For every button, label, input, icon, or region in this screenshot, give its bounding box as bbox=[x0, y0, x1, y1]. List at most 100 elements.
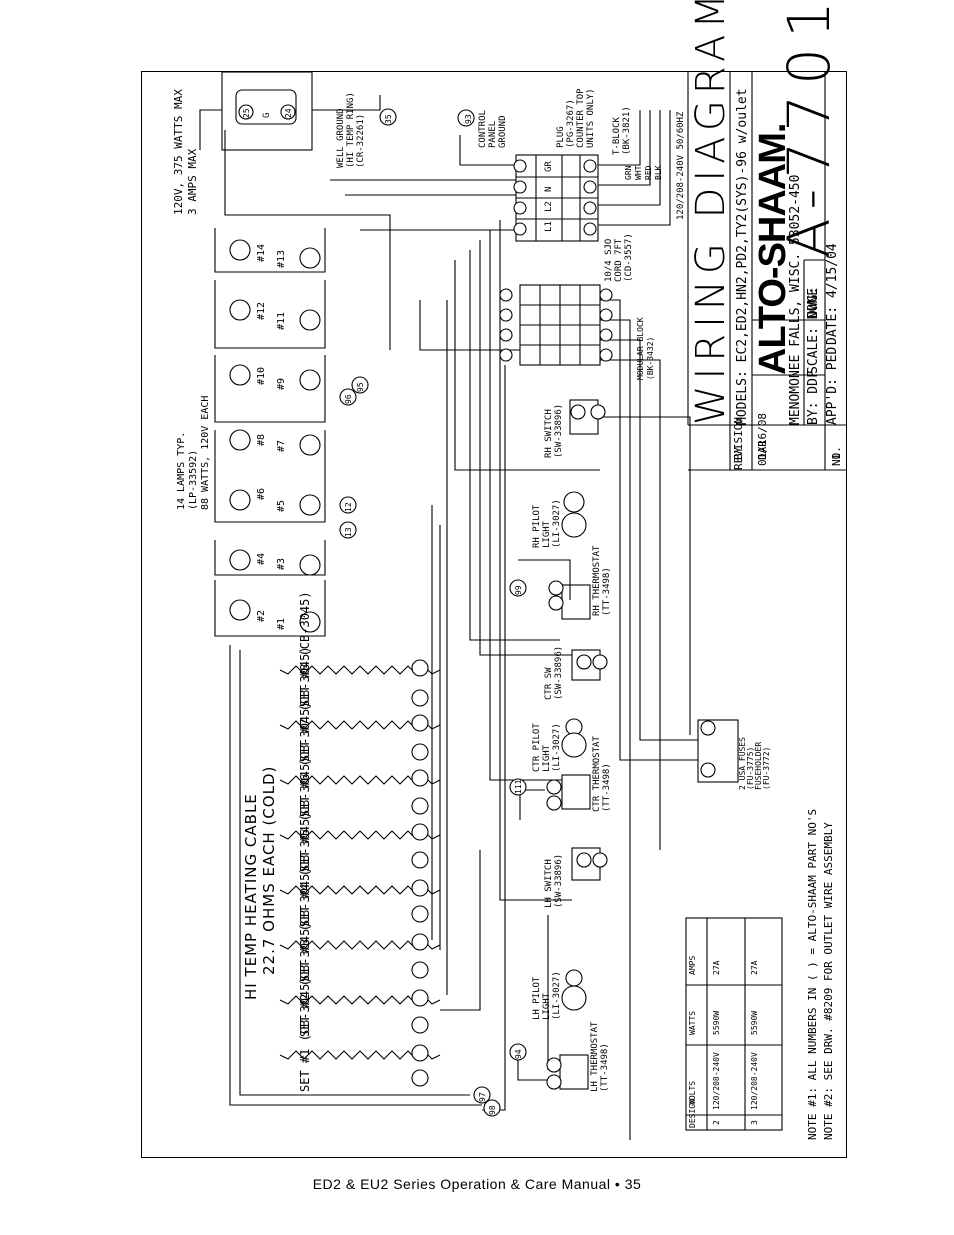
outlet-amps: 3 AMPS MAX bbox=[186, 148, 199, 215]
wire-red: RED bbox=[644, 165, 653, 180]
lamp-10: #10 bbox=[256, 366, 267, 385]
page-footer: ED2 & EU2 Series Operation & Care Manual… bbox=[312, 1176, 642, 1192]
approved-field: APP'D: PED bbox=[825, 346, 840, 425]
modular-block-1: MODULAR BLOCK bbox=[636, 317, 645, 380]
outlet-terminal bbox=[238, 104, 254, 120]
ctr-pilot-label: CTR PILOT bbox=[532, 723, 542, 772]
ctr-pilot-light-label: LIGHT bbox=[542, 744, 552, 772]
plug-label-4: UNITS ONLY) bbox=[586, 88, 596, 148]
outlet-terminal bbox=[280, 104, 296, 120]
voltage-header: 120/208-240V 50/60HZ bbox=[676, 111, 686, 220]
wire-blk: BLK bbox=[654, 165, 663, 180]
t-block-2: (BK-3821) bbox=[622, 106, 632, 155]
tb-l2: L2 bbox=[544, 201, 554, 212]
well-ground-2: (HI TEMP RING) bbox=[346, 92, 356, 168]
lamps-label-3: 88 WATTS, 120V EACH bbox=[200, 395, 211, 510]
specs-watts-3: 5590W bbox=[750, 1010, 759, 1035]
drawing-frame bbox=[141, 71, 847, 1158]
rh-pilot-lamp bbox=[561, 512, 587, 538]
lamp-11: #11 bbox=[276, 311, 287, 330]
control-ground-1: CONTROL bbox=[478, 110, 488, 148]
lamp-7: #7 bbox=[276, 439, 287, 452]
rh-switch-part: (SW-33896) bbox=[554, 403, 564, 458]
well-ground-1: WELL GROUND bbox=[336, 108, 346, 168]
rev-row-by: DAR bbox=[756, 440, 769, 460]
rh-thermostat-box bbox=[561, 584, 591, 620]
specs-amps-header: AMPS bbox=[688, 955, 697, 975]
lamp-1: #1 bbox=[276, 617, 287, 630]
wire-wht: WHT bbox=[634, 165, 643, 180]
wire-111 bbox=[509, 778, 527, 796]
specs-volts-3: 120/208-240V bbox=[750, 1052, 759, 1110]
wire-num-93: 93 bbox=[464, 114, 473, 124]
rev-revision-header: REVISION bbox=[732, 417, 745, 470]
cord-3: (CD-3557) bbox=[624, 233, 634, 282]
wire-99 bbox=[509, 579, 527, 597]
wire-num-12: 12 bbox=[344, 502, 353, 512]
heating-cable-title: HI TEMP HEATING CABLE bbox=[242, 793, 260, 1000]
lh-pilot-label: LH PILOT bbox=[532, 976, 542, 1020]
lamp-13: #13 bbox=[276, 249, 287, 268]
plug-label-2: (PG-3267) bbox=[566, 99, 576, 148]
tb-gr: GR bbox=[544, 161, 554, 172]
ctr-sw-part: (SW-33896) bbox=[554, 645, 564, 700]
cord-2: CORD 7FT bbox=[614, 238, 624, 282]
ctr-pilot-part: (LI-3027) bbox=[552, 723, 562, 772]
lamp-9: #9 bbox=[276, 377, 287, 390]
specs-design-3: 3 bbox=[750, 1120, 759, 1125]
specs-table-frame bbox=[685, 917, 783, 1131]
outlet-box bbox=[221, 71, 313, 151]
wire-num-99: 99 bbox=[514, 585, 523, 595]
models-line: MODELS: EC2,ED2,HN2,PD2,TY2(SYS)-96 w/ou… bbox=[735, 88, 750, 425]
by-field: BY: DDF bbox=[806, 370, 821, 425]
cable-set-8: SET #8 (CB-3045) bbox=[298, 591, 312, 707]
outlet-rating: 120V, 375 WATTS MAX bbox=[172, 89, 185, 215]
rev-row-no: 1 bbox=[830, 453, 843, 460]
rh-thermostat-label: RH THERMOSTAT bbox=[592, 545, 602, 616]
rh-pilot-label: RH PILOT bbox=[532, 504, 542, 548]
specs-amps-2: 27A bbox=[712, 960, 721, 975]
fuse-holder bbox=[697, 719, 739, 783]
specs-watts-2: 5590W bbox=[712, 1010, 721, 1035]
t-block-1: T-BLOCK bbox=[612, 117, 622, 155]
outlet-ground-mark: G bbox=[262, 112, 272, 118]
wire-13 bbox=[339, 521, 357, 539]
plug-label-3: COUNTER TOP bbox=[576, 88, 586, 148]
date-field: DATE: 4/15/04 bbox=[825, 243, 840, 345]
wire-95 bbox=[351, 376, 369, 394]
outlet-term-right: 24 bbox=[284, 108, 293, 118]
lh-switch-label: LH SWITCH bbox=[544, 859, 554, 908]
lamps-label-2: (LP-33592) bbox=[188, 449, 199, 510]
outlet-receptacle bbox=[235, 89, 297, 125]
specs-watts-header: WATTS bbox=[688, 1010, 697, 1035]
rh-pilot-part: (LI-3027) bbox=[552, 499, 562, 548]
rh-pilot-light bbox=[563, 491, 585, 513]
dwg-field: DWG: bbox=[806, 286, 821, 318]
lamp-2: #2 bbox=[256, 609, 267, 622]
well-ground-3: (CR-32261) bbox=[356, 113, 366, 168]
lh-thermostat-box bbox=[559, 1054, 589, 1090]
ctr-pilot-lamp bbox=[561, 732, 587, 758]
wire-num-98: 98 bbox=[488, 1105, 497, 1115]
diagram-title: WIRING DIAGRAM bbox=[688, 0, 734, 425]
lamp-3: #3 bbox=[276, 557, 287, 570]
terminal-93 bbox=[457, 109, 475, 127]
terminal-num-35: 35 bbox=[384, 114, 393, 124]
plug-label-1: PLUG bbox=[556, 126, 566, 148]
lamp-4: #4 bbox=[256, 552, 267, 565]
wire-98 bbox=[483, 1099, 501, 1117]
ctr-sw-label: CTR SW bbox=[544, 667, 554, 700]
heating-cable-ohms: 22.7 OHMS EACH (COLD) bbox=[260, 765, 278, 975]
rh-pilot-light-label: LIGHT bbox=[542, 520, 552, 548]
terminal-35 bbox=[379, 108, 397, 126]
wire-96 bbox=[339, 388, 357, 406]
wire-97 bbox=[473, 1086, 491, 1104]
wire-num-97: 97 bbox=[478, 1092, 487, 1102]
lamp-14: #14 bbox=[256, 243, 267, 262]
wire-num-96: 96 bbox=[344, 394, 353, 404]
wire-12 bbox=[339, 496, 357, 514]
wire-grn: GRN bbox=[624, 165, 633, 180]
specs-amps-3: 27A bbox=[750, 960, 759, 975]
